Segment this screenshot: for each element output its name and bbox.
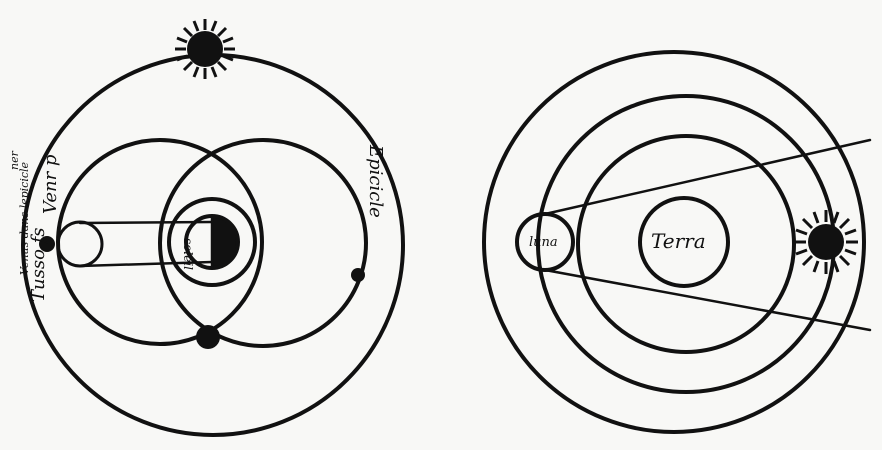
earth-label: Terra [651, 229, 706, 253]
small-left-circle [58, 222, 102, 266]
left-vertical-small-label: ner [8, 150, 21, 170]
left-vertical-mid-label: Venus dans lepicicle [18, 161, 31, 275]
bottom-dot [196, 325, 220, 349]
left-diagram: Tusso fs Venus dans lepicicle Venr p ner… [8, 19, 403, 435]
left-tangent-top [80, 222, 212, 223]
center-dark-half [212, 216, 238, 268]
right-vertical-label: Epicicle [365, 144, 386, 218]
right-diagram: Terra luna [484, 52, 870, 432]
moon-label: luna [529, 235, 558, 250]
right-dot [351, 268, 365, 282]
left-vertical-top-label: Venr p [40, 154, 61, 214]
left-vertical-main-label: Tusso fs [28, 227, 49, 302]
sun-icon-right [794, 210, 858, 274]
center-label: soleil [181, 238, 195, 270]
sun-icon-top [175, 19, 235, 79]
